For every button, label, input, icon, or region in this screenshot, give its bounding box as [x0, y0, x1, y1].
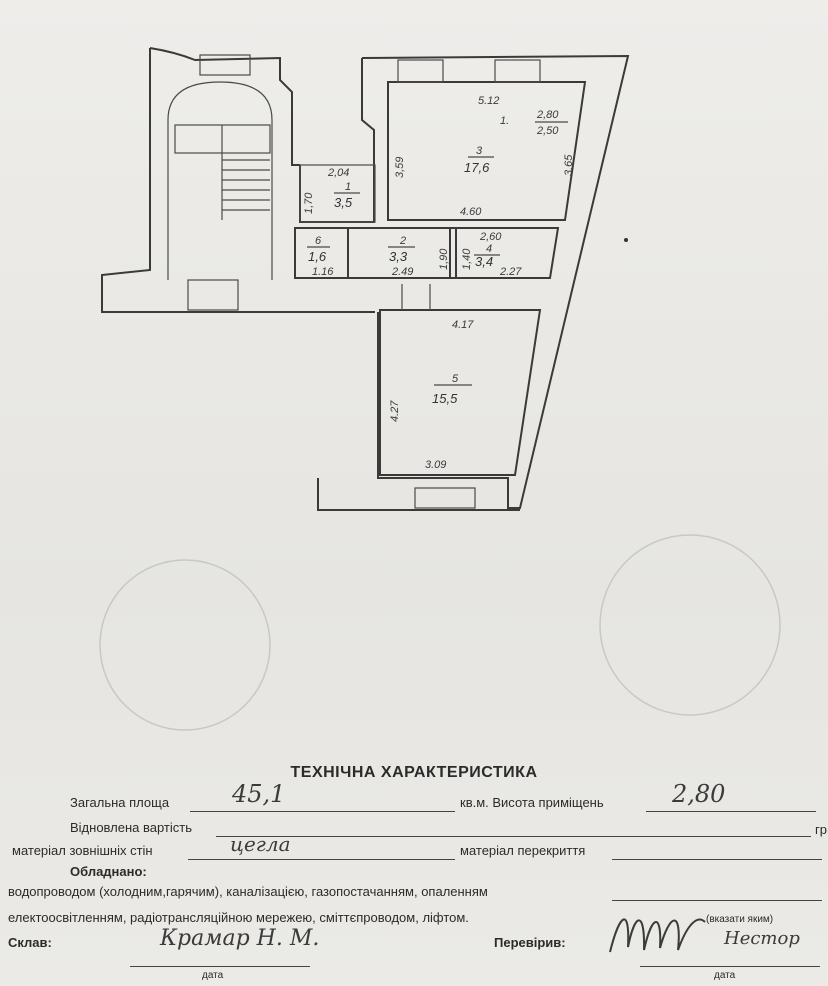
staircase	[101, 47, 375, 313]
height-line	[646, 811, 816, 812]
room-1-area: 3,5	[334, 195, 353, 210]
dim-365: 3,65	[563, 154, 575, 176]
checked-label: Перевірив:	[494, 935, 566, 950]
dim-512: 5.12	[478, 95, 499, 107]
composed-label: Склав:	[8, 935, 52, 950]
wall-material-line	[188, 859, 455, 860]
unit-label: кв.м. Висота приміщень	[460, 795, 604, 810]
dim-140: 1,40	[461, 248, 473, 270]
dim-280: 2,80	[536, 109, 559, 121]
stamp-right-icon	[599, 534, 781, 716]
room-6-number: 6	[315, 235, 322, 247]
dim-116: 1.16	[312, 266, 334, 278]
dim-250: 2,50	[536, 125, 559, 137]
equipped-label: Обладнано:	[70, 864, 147, 879]
room-4-area: 3,4	[475, 254, 493, 269]
room-6-area: 1,6	[308, 249, 327, 264]
checked-signature-mark-icon	[609, 918, 706, 953]
floor-plan: 5.12 1. 2,80 2,50 3,59 3,65 3 17,6 4.60 …	[99, 47, 781, 731]
wall-material-label: матеріал зовнішніх стін	[12, 843, 153, 858]
total-area-line	[190, 811, 455, 812]
checked-date-line	[640, 966, 820, 967]
restored-value-label: Відновлена вартість	[70, 820, 193, 835]
room-2-area: 3,3	[389, 249, 408, 264]
room-1-number: 1	[345, 181, 351, 193]
total-area-label: Загальна площа	[70, 795, 170, 810]
stamp-left-icon	[99, 559, 271, 731]
equip-line-1: водопроводом (холодним,гарячим), каналіз…	[8, 884, 488, 899]
composed-date-label: дата	[202, 970, 224, 981]
tech-title: ТЕХНІЧНА ХАРАКТЕРИСТИКА	[290, 764, 538, 781]
ceiling-material-line	[612, 859, 822, 860]
room-5-area: 15,5	[432, 391, 458, 406]
room-3-number: 3	[476, 145, 483, 157]
checked-date-label: дата	[714, 970, 736, 981]
dim-417: 4.17	[452, 319, 474, 331]
composed-signature: Крамар Н. М.	[160, 926, 320, 951]
room-2-number: 2	[399, 235, 406, 247]
dim-170: 1,70	[303, 192, 315, 214]
room-1-prefix: 1.	[500, 115, 509, 127]
specify-note: (вказати яким)	[706, 914, 774, 925]
dim-309: 3.09	[425, 459, 446, 471]
dim-359: 3,59	[394, 157, 406, 178]
dim-204: 2,04	[327, 167, 349, 179]
dim-249: 2.49	[391, 266, 413, 278]
dim-427: 4.27	[389, 400, 401, 422]
room-5-number: 5	[452, 373, 459, 385]
currency-suffix: гр	[815, 822, 827, 837]
height-value: 2,80	[672, 780, 726, 808]
dim-227: 2.27	[499, 266, 522, 278]
equip-line-1-blank	[612, 900, 822, 901]
room-3-area: 17,6	[464, 160, 490, 175]
room-4-number: 4	[486, 243, 492, 255]
total-area-value: 45,1	[232, 780, 286, 808]
restored-value-line	[216, 836, 811, 837]
composed-date-line	[130, 966, 310, 967]
checked-signature: Нестор	[724, 928, 800, 949]
wall-material-value: цегла	[230, 832, 291, 856]
ceiling-material-label: матеріал перекриття	[460, 843, 586, 858]
dim-260: 2,60	[479, 231, 502, 243]
apartment-walls	[294, 54, 630, 511]
equip-line-2: електоосвітленням, радіотрансляційною ме…	[8, 910, 469, 925]
dim-190: 1,90	[438, 248, 450, 270]
dim-460: 4.60	[460, 206, 482, 218]
